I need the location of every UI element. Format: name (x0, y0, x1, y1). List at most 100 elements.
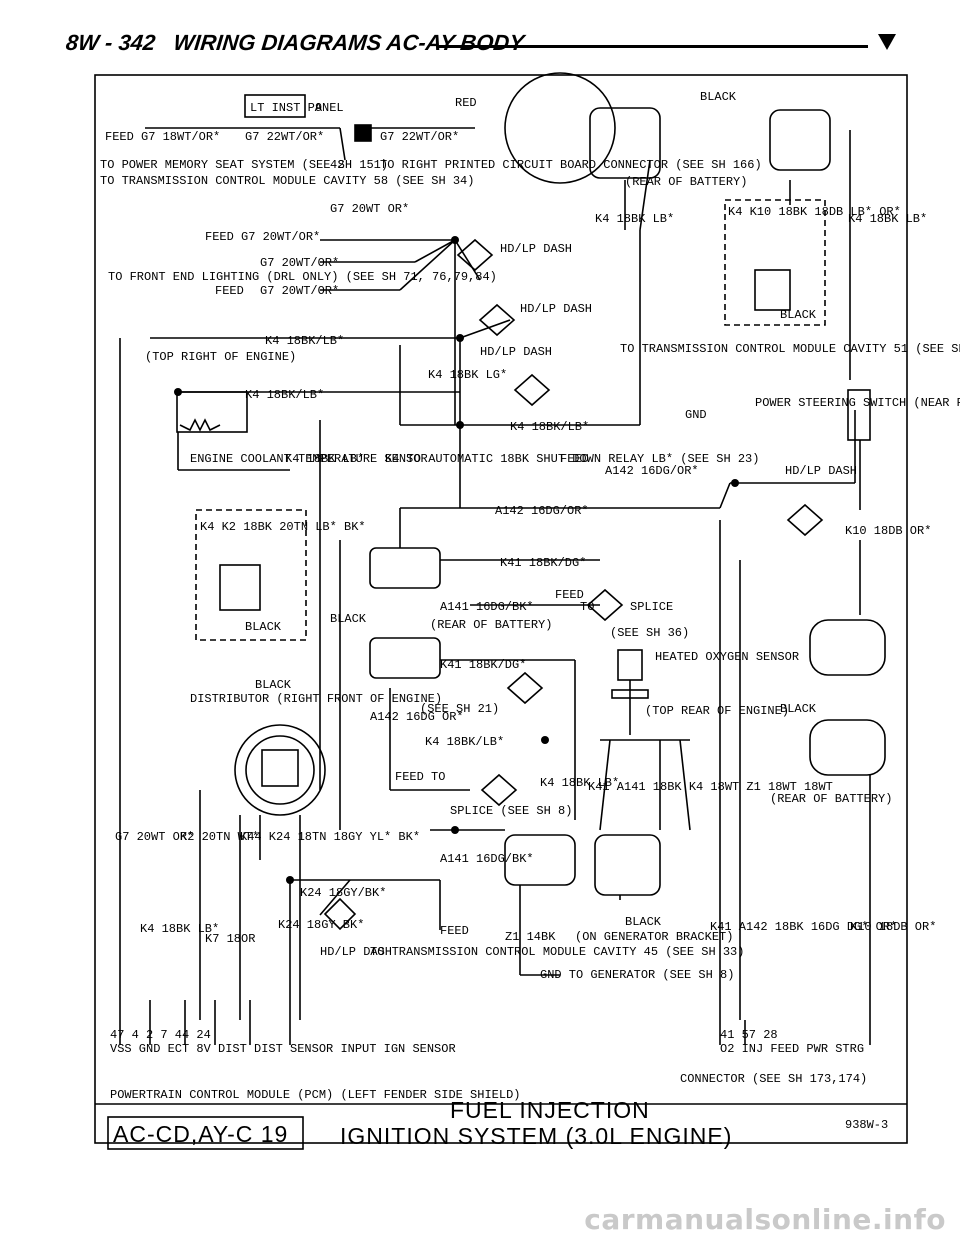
right-connector-1 (809, 619, 886, 676)
label-g7-20wt-v: G7 20WT OR* (330, 202, 409, 216)
label-hdlp-a142: HD/LP DASH (785, 464, 857, 478)
a142-diamond (786, 503, 824, 537)
footer-title-2: IGNITION SYSTEM (3.0L ENGINE) (340, 1123, 732, 1149)
label-front-end: TO FRONT END LIGHTING (DRL ONLY) (SEE SH… (108, 270, 497, 284)
k10-connector-top (769, 109, 831, 171)
a141-diamond (586, 588, 624, 622)
label-asd-relay: K4 TO AUTOMATIC 18BK SHUT DOWN RELAY LB*… (385, 452, 759, 466)
lt-inst-panel-box (244, 94, 306, 118)
page-header: 8W - 342 WIRING DIAGRAMS AC-AY BODY (65, 28, 896, 62)
label-hdlp-g7: HD/LP DASH (500, 242, 572, 256)
label-k4-mid: K4 18BK/LB* (510, 420, 589, 434)
label-hdlp-k24: HD/LP DASH (320, 945, 392, 959)
figure-number: 938W-3 (845, 1118, 888, 1132)
lt-inst-panel-label: LT INST PANEL (250, 101, 344, 115)
label-black-ect: BLACK (245, 620, 282, 634)
footer-title-1: FUEL INJECTION (450, 1097, 650, 1123)
diagram-code: AC-CD,AY-C 19 (113, 1121, 288, 1147)
heated-oxygen-sensor (617, 649, 643, 681)
label-feed-a141: FEED (555, 588, 584, 602)
label-black-box: BLACK (780, 308, 817, 322)
k24-diamond (323, 897, 357, 931)
label-k4-lg: K4 18BK LG* (428, 368, 507, 382)
label-gnd-to-gen: GND TO GENERATOR (SEE SH 8) (540, 968, 734, 982)
label-see-sh-36: (SEE SH 36) (610, 626, 689, 640)
label-black-k41: BLACK (330, 612, 367, 626)
k4-diamond-sh21 (506, 671, 544, 705)
label-right-printed: TO RIGHT PRINTED CIRCUIT BOARD CONNECTOR… (380, 158, 762, 172)
label-g7-20wt-3: G7 20WT/OR* (260, 284, 339, 298)
label-pcm-pins: 47 4 2 7 44 24 (110, 1028, 211, 1042)
label-a141-18wt: K41 A141 18BK K4 18WT Z1 18WT 18WT (588, 780, 833, 794)
label-distributor: DISTRIBUTOR (RIGHT FRONT OF ENGINE) (190, 692, 442, 706)
label-a141-16dg: A141 16DG/BK* (440, 600, 534, 614)
label-black-right: BLACK (780, 702, 817, 716)
right-connector-2 (809, 719, 886, 776)
label-k4-v1: K4 18BK LB* (595, 212, 674, 226)
label-black-gen: BLACK (625, 915, 662, 929)
label-k4-hdlp: HD/LP DASH (520, 302, 592, 316)
label-k4-low: K4 18BK/LB* (425, 735, 504, 749)
header-rule (438, 45, 868, 48)
label-splice-sh8: SPLICE (SEE SH 8) (450, 804, 572, 818)
watermark: carmanualsonline.info (584, 1203, 946, 1236)
label-power-steering: POWER STEERING SWITCH (NEAR PUMP) (755, 396, 960, 410)
label-k41-18bk-2: K41 18BK/DG* (440, 658, 526, 672)
label-a142-16dg-v: A142 16DG OR* (370, 710, 464, 724)
label-k7-18or: K7 18OR (205, 932, 255, 946)
label-black-dist: BLACK (255, 678, 292, 692)
a142-diamond-feed (480, 773, 518, 807)
label-gnd: GND (685, 408, 707, 422)
label-ect-sensor: ENGINE COOLANT TEMPERATURE SENSOR (190, 452, 428, 466)
label-see-sh-21: (SEE SH 21) (420, 702, 499, 716)
label-feed-a142: FEED (560, 452, 589, 466)
label-k4-b: K4 18BK LB* (140, 922, 219, 936)
distributor (234, 724, 326, 816)
label-k44-k24: K44 K24 18TN 18GY YL* BK* (240, 830, 420, 844)
label-connector-ref: CONNECTOR (SEE SH 173,174) (680, 1072, 867, 1086)
label-a141-16dg-2: A141 16DG/BK* (440, 852, 534, 866)
label-a142-16dg: A142 16DG/OR* (605, 464, 699, 478)
label-rear-battery-mid: (REAR OF BATTERY) (430, 618, 552, 632)
g7-diamond (456, 238, 494, 272)
label-k2-20tn: K2 20TN WT* (180, 830, 259, 844)
k4-connector-top (589, 107, 661, 179)
label-g7-20wt-2: G7 20WT/OR* (260, 256, 339, 270)
label-k4-sensor: K4 18BK/LB* (245, 388, 324, 402)
diagram-frame (94, 74, 908, 1144)
label-top-right-engine: (TOP RIGHT OF ENGINE) (145, 350, 296, 364)
label-on-generator: (ON GENERATOR BRACKET) (575, 930, 733, 944)
k41-connector (369, 637, 441, 679)
label-to-trans-45: TO TRANSMISSION CONTROL MODULE CAVITY 45… (370, 945, 744, 959)
label-heated-o2: HEATED OXYGEN SENSOR (655, 650, 799, 664)
label-z1-14bk: Z1 14BK (505, 930, 556, 944)
label-feed-k24: FEED (440, 924, 469, 938)
label-g7-22wt-r: G7 22WT/OR* (380, 130, 459, 144)
label-k10-bottom: K10 18DB OR* (850, 920, 936, 934)
label-g7-20wt-bottom: G7 20WT OR* (115, 830, 194, 844)
battery-connector-box (724, 199, 826, 326)
o2-bottom-connector (594, 834, 661, 896)
label-k4-v2: K4 18BK LB* (848, 212, 927, 226)
ect-sensor-body (176, 391, 248, 433)
label-k4-o2: K4 18BK LB* (540, 776, 619, 790)
label-splice: SPLICE (630, 600, 673, 614)
label-to-trans-module: TO TRANSMISSION CONTROL MODULE CAVITY 58… (100, 174, 474, 188)
label-hdlp-k4: HD/LP DASH (480, 345, 552, 359)
right-printed-circuit-connector (504, 72, 616, 184)
label-g7-22wt: G7 22WT/OR* (245, 130, 324, 144)
label-k4-box: K4 K10 18BK 18DB LB* OR* (728, 205, 901, 219)
pin-42 (354, 124, 372, 142)
label-k41-a142-bottom: K41 A142 18BK 16DG DG* OR* (710, 920, 897, 934)
label-k24-18gy-2: K24 18GY BK* (278, 918, 364, 932)
label-rear-battery-right: (REAR OF BATTERY) (770, 792, 892, 806)
label-rear-battery-top: (REAR OF BATTERY) (625, 175, 747, 189)
k4-diamond-hdlp (478, 303, 516, 337)
label-to-splice: TO (580, 600, 594, 614)
ect-connector (219, 564, 261, 611)
label-pcm-name: POWERTRAIN CONTROL MODULE (PCM) (LEFT FE… (110, 1088, 520, 1102)
label-k41-18bk: K41 18BK/DG* (500, 556, 586, 570)
label-ect-conn: K4 K2 18BK 20TN LB* BK* (200, 520, 366, 534)
label-top-rear: (TOP REAR OF ENGINE) (645, 704, 789, 718)
